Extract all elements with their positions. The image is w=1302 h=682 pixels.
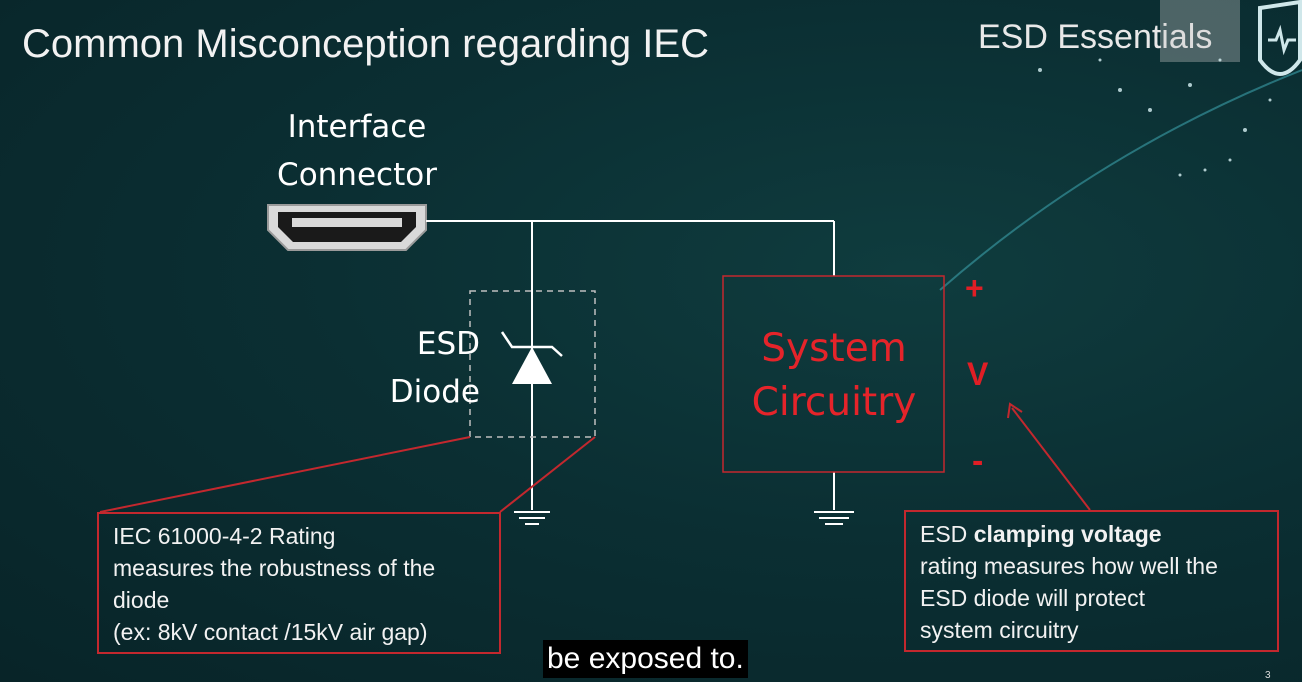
interface-connector-label: Interface Connector bbox=[262, 103, 452, 199]
callout-right-bold: clamping voltage bbox=[973, 521, 1162, 547]
diode-label-line1: ESD bbox=[416, 326, 480, 362]
voltage-label: V bbox=[967, 356, 989, 392]
video-caption: be exposed to. bbox=[543, 640, 748, 678]
system-label-line2: Circuitry bbox=[751, 380, 917, 425]
shield-logo-icon bbox=[1258, 0, 1302, 76]
hdmi-connector-icon bbox=[267, 204, 427, 251]
diode-package-outline bbox=[469, 290, 596, 438]
callout-left-line1: IEC 61000-4-2 Rating bbox=[113, 523, 336, 549]
callout-pointer-left-1 bbox=[99, 436, 471, 513]
voltage-plus: + bbox=[965, 270, 984, 306]
voltage-minus: - bbox=[972, 442, 984, 480]
slide-title: Common Misconception regarding IEC bbox=[22, 22, 709, 66]
system-circuitry-box bbox=[722, 275, 945, 473]
ground-symbol-system bbox=[814, 511, 854, 525]
callout-right-line4: system circuitry bbox=[920, 617, 1079, 643]
ground-symbol-diode bbox=[514, 511, 550, 525]
thumbs-up-icon[interactable] bbox=[1160, 0, 1240, 62]
callout-right-line3: ESD diode will protect bbox=[920, 585, 1145, 611]
iec-rating-callout: IEC 61000-4-2 Rating measures the robust… bbox=[97, 512, 501, 654]
star-dots bbox=[1038, 58, 1272, 177]
callout-left-line4: (ex: 8kV contact /15kV air gap) bbox=[113, 619, 428, 645]
brand-logo-text: ESD Essentials bbox=[978, 18, 1213, 56]
arrowhead-icon bbox=[1007, 402, 1023, 419]
tvs-diode-symbol bbox=[500, 331, 563, 384]
callout-pointer-left-2 bbox=[499, 436, 596, 513]
connector-label-line1: Interface bbox=[287, 109, 427, 145]
esd-diode-label: ESD Diode bbox=[340, 320, 480, 416]
decorative-arc bbox=[939, 69, 1302, 291]
page-number: 3 bbox=[1265, 670, 1271, 681]
callout-right-line2: rating measures how well the bbox=[920, 553, 1218, 579]
callout-right-prefix: ESD bbox=[920, 521, 974, 547]
system-circuitry-label: System Circuitry bbox=[724, 322, 944, 430]
callout-left-line2: measures the robustness of the bbox=[113, 555, 436, 581]
callout-left-line3: diode bbox=[113, 587, 170, 613]
callout-pointer-right bbox=[1011, 407, 1091, 511]
system-label-line1: System bbox=[761, 326, 907, 371]
connector-label-line2: Connector bbox=[277, 157, 437, 193]
callout-right-line1: ESD clamping voltage bbox=[920, 518, 1263, 550]
clamping-voltage-callout: ESD clamping voltage rating measures how… bbox=[904, 510, 1279, 652]
diode-label-line2: Diode bbox=[389, 374, 480, 410]
